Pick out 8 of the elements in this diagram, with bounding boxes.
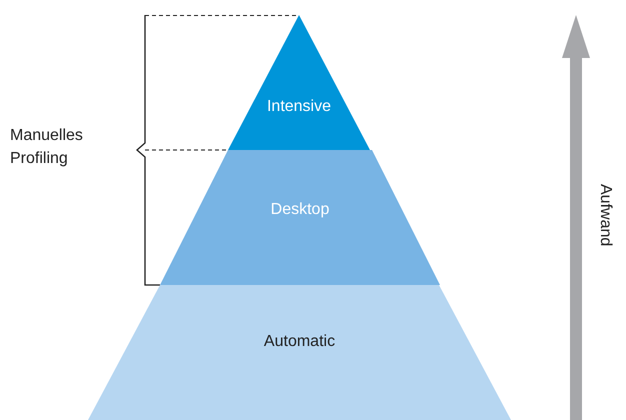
axis-label: Aufwand [596,184,615,246]
band-label: Desktop [270,200,330,220]
bracket-label: Manuelles Profiling [10,126,84,169]
pyramid-bottom-band [88,285,511,420]
pyramid-top-triangle [228,15,370,150]
pyramid-middle-band [160,150,440,285]
band-label: Automatic [264,332,336,352]
band-label: Intensive [266,97,332,117]
